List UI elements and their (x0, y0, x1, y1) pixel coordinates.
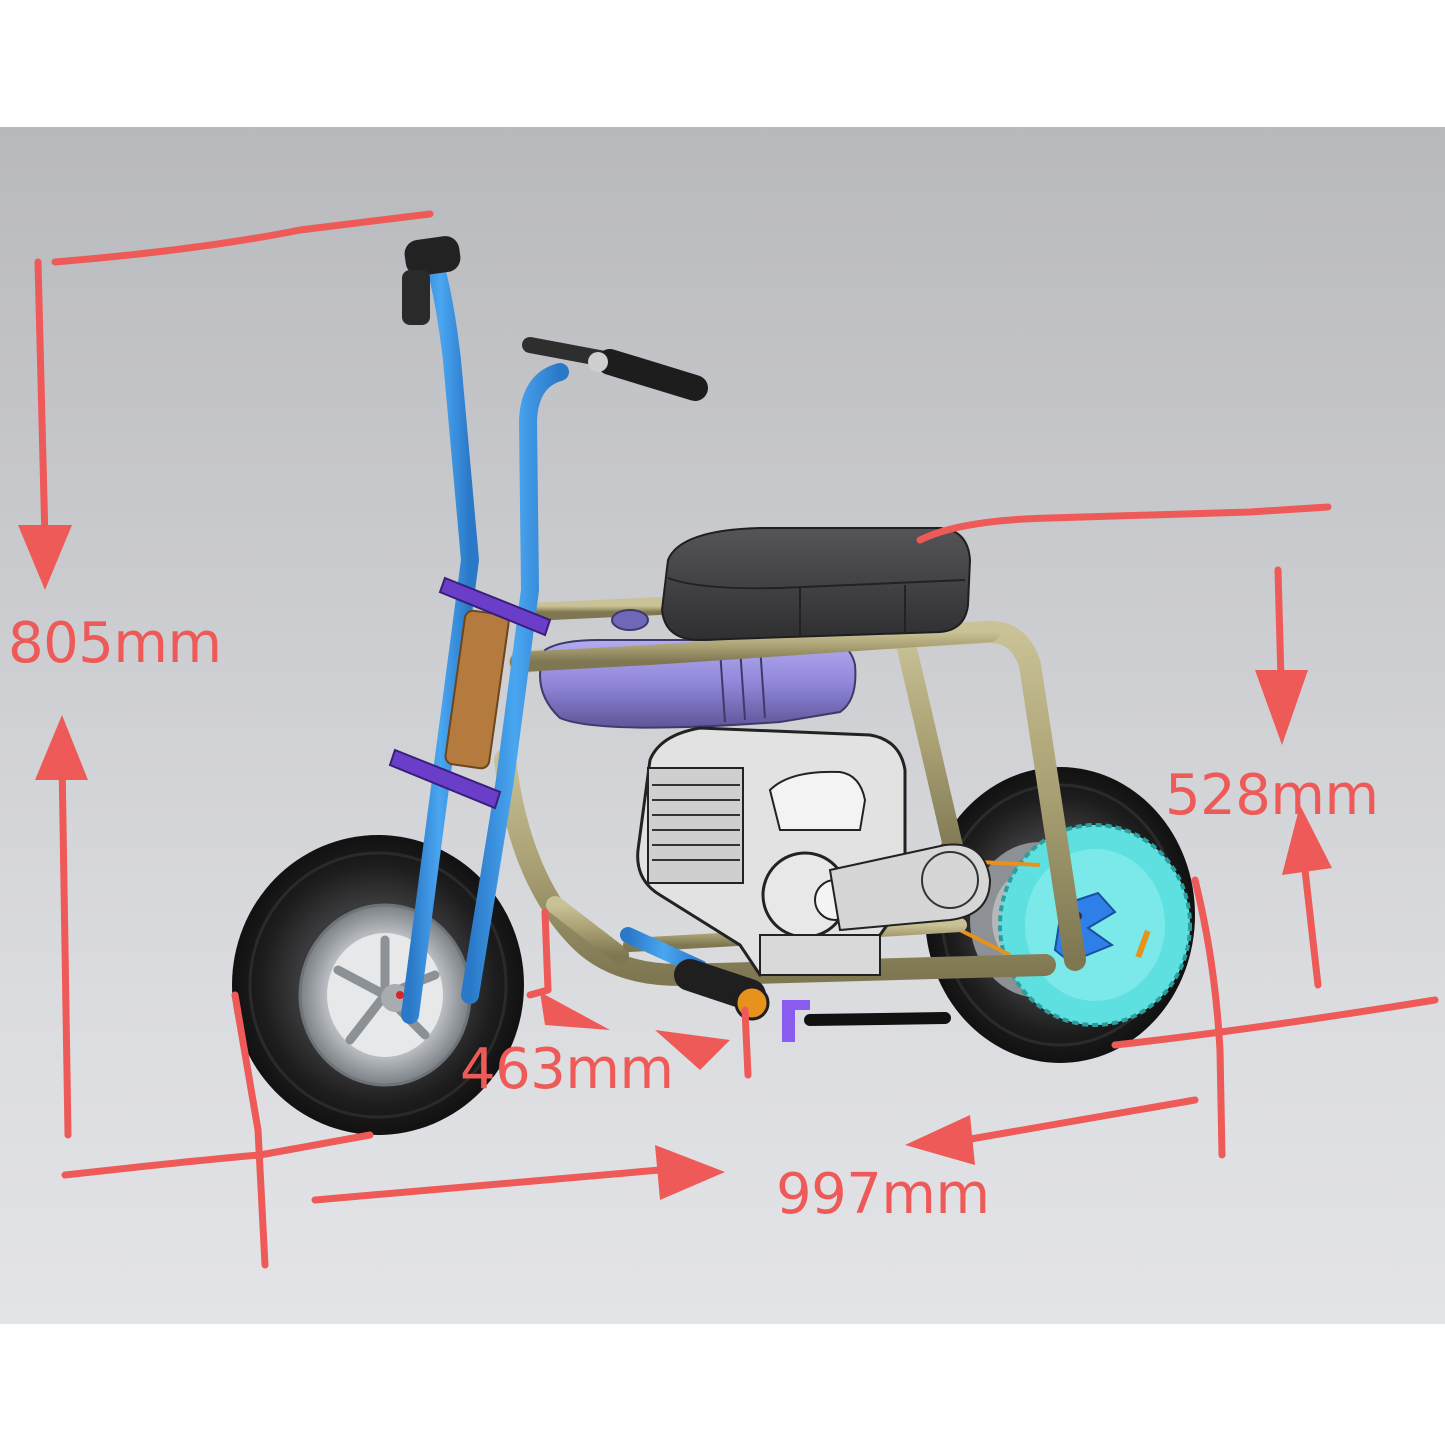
head-tube (444, 609, 510, 770)
dimension-label-overall-length: 997mm (776, 1162, 990, 1227)
length-997-arrow-shaft-left (311, 1166, 664, 1204)
footpeg-right-extension (741, 1006, 752, 1079)
cad-viewport: 805mm 528mm 463mm 997mm (0, 127, 1445, 1324)
engine (636, 726, 992, 977)
height-805-arrow-shaft-bottom (58, 756, 72, 1139)
height-528-arrow-shaft-top (1274, 566, 1285, 684)
rear-wheel-extension-line (1191, 876, 1226, 1159)
arrowhead-997-left (905, 1115, 975, 1165)
seat (660, 527, 972, 642)
ground-line-right (1111, 996, 1439, 1049)
arrowhead-997-right (655, 1145, 725, 1200)
height-805-arrow-shaft-top (34, 258, 49, 544)
handlebar-grips (402, 236, 708, 401)
minibike-scene (18, 210, 1439, 1269)
seat-extension-line (916, 503, 1332, 544)
length-997-arrow-shaft-right (961, 1096, 1199, 1144)
fork-clamps (388, 576, 552, 810)
top-extension-line (51, 210, 434, 266)
footpeg (674, 959, 770, 1021)
arrowhead-463-left (655, 1030, 730, 1070)
arrowhead-805-down (18, 525, 72, 590)
dimension-label-footpeg: 463mm (460, 1037, 674, 1102)
dimension-arrowheads (18, 525, 1332, 1200)
arrowhead-805-up (35, 715, 88, 780)
front-wheel-extension-line (231, 991, 269, 1269)
ground-line-left (61, 1131, 374, 1179)
arrowhead-528-down (1255, 670, 1308, 745)
top-frame-rail (510, 622, 1000, 672)
arrowhead-528-up (1282, 805, 1332, 875)
kickstand (782, 1000, 951, 1042)
dimension-annotations (34, 210, 1439, 1269)
dimension-label-overall-height: 805mm (8, 611, 222, 676)
arrowhead-463-right (540, 992, 610, 1030)
dimension-label-seat-height: 528mm (1165, 763, 1379, 828)
footpeg-left-extension (526, 908, 552, 999)
height-528-arrow-shaft-bottom (1301, 866, 1322, 989)
